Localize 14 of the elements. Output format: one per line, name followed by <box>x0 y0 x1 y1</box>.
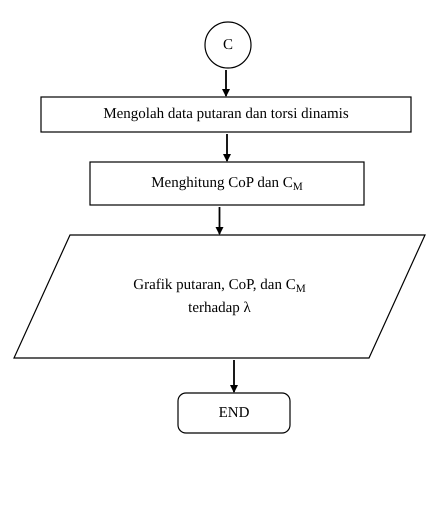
node-label: END <box>218 404 250 423</box>
node-label: Menghitung CoP dan C$_{M}$ <box>151 174 303 195</box>
arrow <box>222 70 230 97</box>
process-box <box>40 96 412 133</box>
node-label: Grafik putaran, CoP, dan C$_{M}$ terhadap λ <box>132 276 307 318</box>
data-parallelogram <box>13 234 426 359</box>
arrow <box>216 207 224 235</box>
terminator-box <box>177 392 291 434</box>
arrow <box>223 134 231 162</box>
arrow <box>230 360 238 393</box>
process-box <box>89 161 365 206</box>
node-label: C <box>222 36 233 55</box>
node-label: Mengolah data putaran dan torsi dinamis <box>103 105 349 124</box>
connector-circle <box>204 21 252 69</box>
